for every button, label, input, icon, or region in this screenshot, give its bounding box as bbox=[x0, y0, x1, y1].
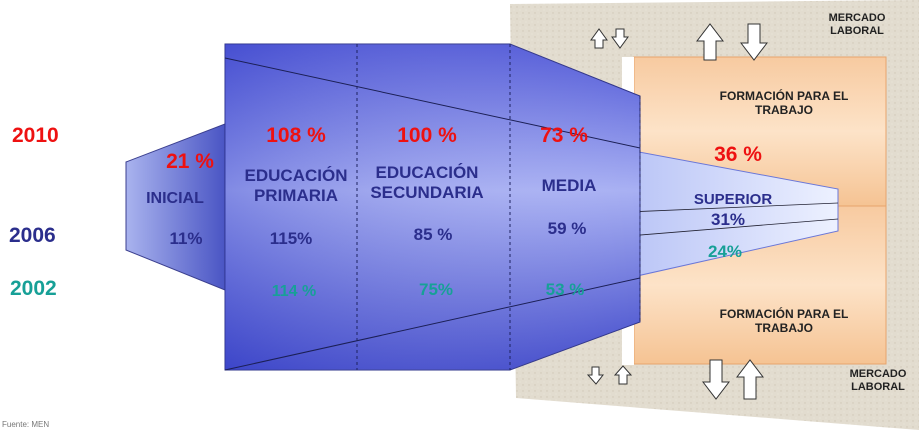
media-2002-value: 53 % bbox=[545, 280, 585, 299]
primaria-2006-value: 115% bbox=[269, 229, 313, 248]
superior-label: SUPERIOR bbox=[693, 191, 773, 208]
secundaria-2010-value: 100 % bbox=[397, 124, 457, 147]
source-note: Fuente: MEN bbox=[2, 420, 50, 429]
mercado-bottom-label: MERCADO LABORAL bbox=[849, 368, 907, 393]
primaria-2002-value: 114 % bbox=[271, 283, 317, 300]
superior-line-2002 bbox=[627, 218, 839, 237]
arrow-up-icon bbox=[613, 365, 633, 385]
year-2010-label: 2010 bbox=[12, 124, 59, 147]
inicial-label: INICIAL bbox=[146, 190, 204, 207]
arrow-down-icon bbox=[701, 359, 731, 400]
secundaria-2006-value: 85 % bbox=[413, 225, 453, 244]
year-2002-label: 2002 bbox=[10, 277, 57, 300]
secundaria-label: EDUCACIÓN SECUNDARIA bbox=[370, 163, 484, 202]
arrow-down-icon bbox=[611, 28, 629, 49]
secundaria-2002-value: 75% bbox=[418, 280, 454, 299]
inicial-2010-value: 21 % bbox=[166, 150, 214, 173]
arrow-up-icon bbox=[695, 23, 725, 61]
inicial-2006-value: 11% bbox=[169, 229, 203, 248]
superior-line-2006 bbox=[627, 202, 839, 213]
trend-line-top bbox=[224, 57, 641, 149]
arrow-up-icon bbox=[590, 28, 608, 49]
formacion-top-label: FORMACIÓN PARA EL TRABAJO bbox=[719, 89, 849, 117]
media-label: MEDIA bbox=[541, 176, 597, 195]
arrow-down-icon bbox=[586, 366, 605, 385]
trend-line-bottom bbox=[224, 277, 641, 371]
superior-2006-value: 31% bbox=[710, 210, 746, 229]
media-2010-value: 73 % bbox=[540, 124, 588, 147]
superior-2010-value: 36 % bbox=[714, 143, 762, 166]
arrow-up-icon bbox=[735, 359, 765, 400]
arrow-down-icon bbox=[739, 23, 769, 61]
primaria-label: EDUCACIÓN PRIMARIA bbox=[244, 166, 348, 205]
media-2006-value: 59 % bbox=[547, 219, 587, 238]
primaria-2010-value: 108 % bbox=[266, 124, 326, 147]
formacion-bottom-label: FORMACIÓN PARA EL TRABAJO bbox=[719, 307, 849, 335]
main-tube-shade bbox=[225, 44, 640, 370]
year-2006-label: 2006 bbox=[9, 224, 56, 247]
mercado-top-label: MERCADO LABORAL bbox=[828, 12, 886, 37]
superior-2002-value: 24% bbox=[707, 242, 743, 261]
